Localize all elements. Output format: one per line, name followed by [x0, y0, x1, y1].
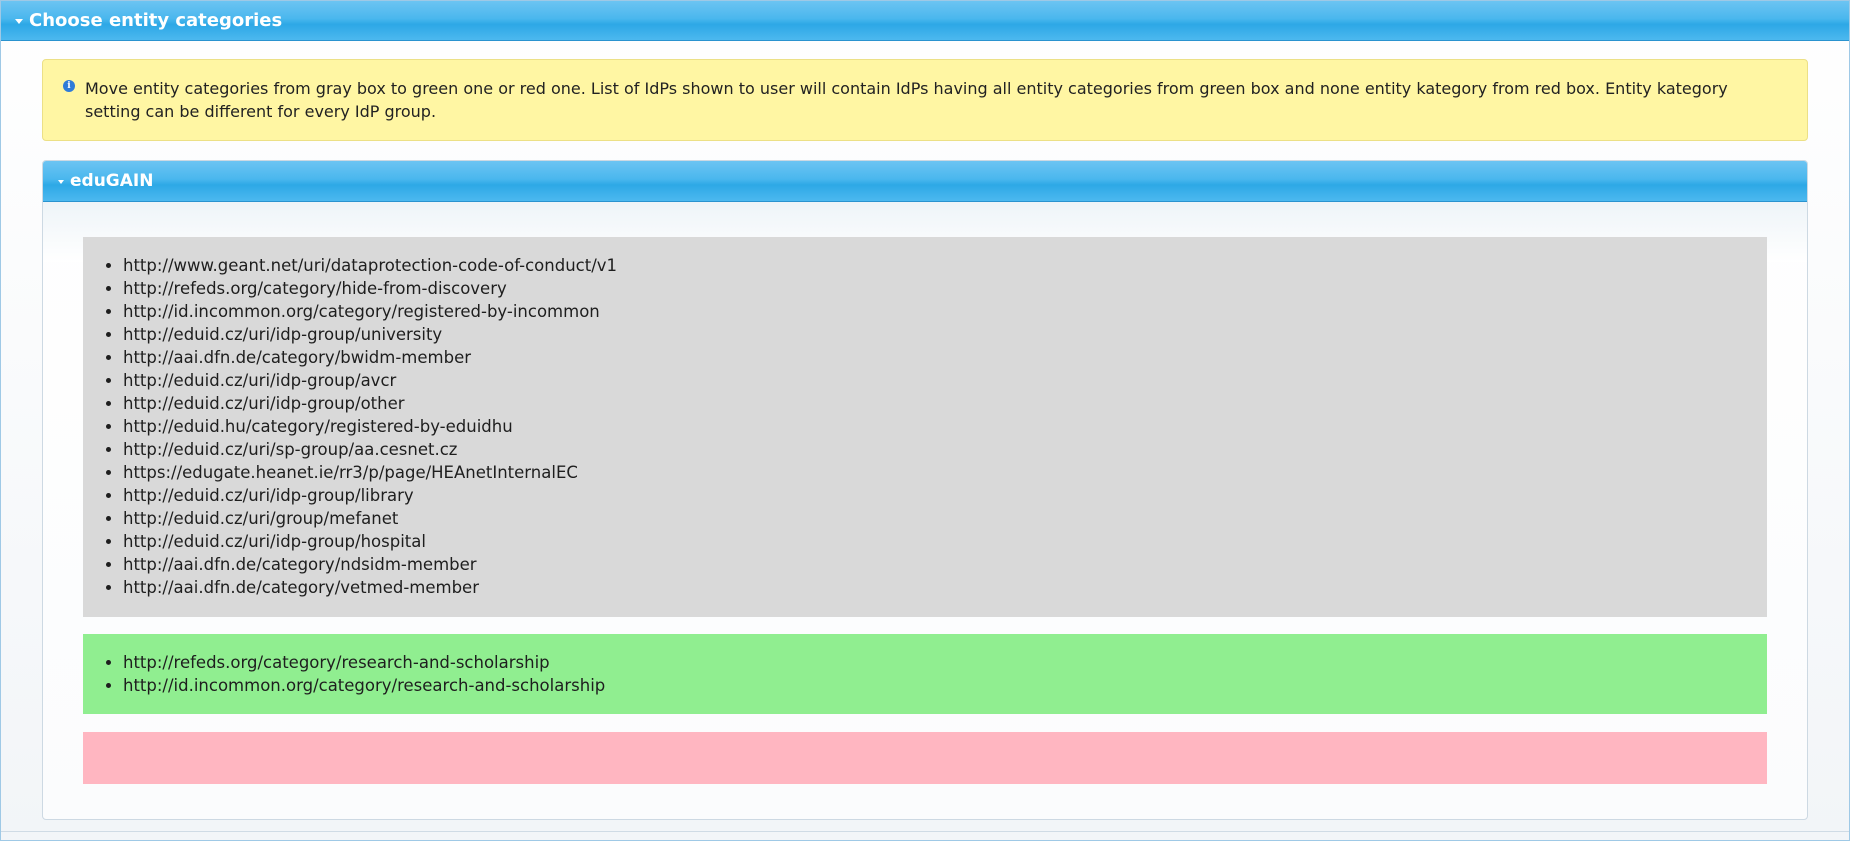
excluded-categories-box[interactable]	[83, 732, 1767, 784]
caret-down-icon	[15, 19, 23, 24]
category-item[interactable]: http://id.incommon.org/category/research…	[123, 674, 1767, 697]
category-item[interactable]: http://eduid.hu/category/registered-by-e…	[123, 415, 1767, 438]
info-message: i Move entity categories from gray box t…	[42, 59, 1808, 141]
choose-entity-categories-header[interactable]: Choose entity categories	[1, 1, 1849, 41]
category-item[interactable]: http://www.geant.net/uri/dataprotection-…	[123, 254, 1767, 277]
available-categories-list: http://www.geant.net/uri/dataprotection-…	[83, 254, 1767, 599]
category-item[interactable]: http://eduid.cz/uri/group/mefanet	[123, 507, 1767, 530]
info-text: Move entity categories from gray box to …	[85, 79, 1728, 121]
section-title: Choose entity categories	[29, 10, 283, 31]
idp-group-header[interactable]: eduGAIN	[43, 161, 1807, 202]
category-item[interactable]: http://eduid.cz/uri/sp-group/aa.cesnet.c…	[123, 438, 1767, 461]
required-categories-box[interactable]: http://refeds.org/category/research-and-…	[83, 634, 1767, 714]
category-item[interactable]: https://edugate.heanet.ie/rr3/p/page/HEA…	[123, 461, 1767, 484]
bottom-divider	[1, 831, 1849, 832]
idp-group-title: eduGAIN	[70, 171, 154, 191]
info-icon: i	[63, 80, 75, 92]
category-item[interactable]: http://eduid.cz/uri/idp-group/hospital	[123, 530, 1767, 553]
available-categories-box[interactable]: http://www.geant.net/uri/dataprotection-…	[83, 237, 1767, 617]
category-item[interactable]: http://aai.dfn.de/category/ndsidm-member	[123, 553, 1767, 576]
category-item[interactable]: http://id.incommon.org/category/register…	[123, 300, 1767, 323]
idp-group-panel: eduGAIN http://www.geant.net/uri/datapro…	[42, 160, 1808, 820]
caret-down-icon	[58, 180, 64, 184]
category-item[interactable]: http://refeds.org/category/hide-from-dis…	[123, 277, 1767, 300]
required-categories-list: http://refeds.org/category/research-and-…	[83, 651, 1767, 697]
category-item[interactable]: http://aai.dfn.de/category/bwidm-member	[123, 346, 1767, 369]
category-item[interactable]: http://eduid.cz/uri/idp-group/library	[123, 484, 1767, 507]
category-item[interactable]: http://aai.dfn.de/category/vetmed-member	[123, 576, 1767, 599]
category-item[interactable]: http://refeds.org/category/research-and-…	[123, 651, 1767, 674]
category-item[interactable]: http://eduid.cz/uri/idp-group/other	[123, 392, 1767, 415]
category-item[interactable]: http://eduid.cz/uri/idp-group/avcr	[123, 369, 1767, 392]
category-item[interactable]: http://eduid.cz/uri/idp-group/university	[123, 323, 1767, 346]
